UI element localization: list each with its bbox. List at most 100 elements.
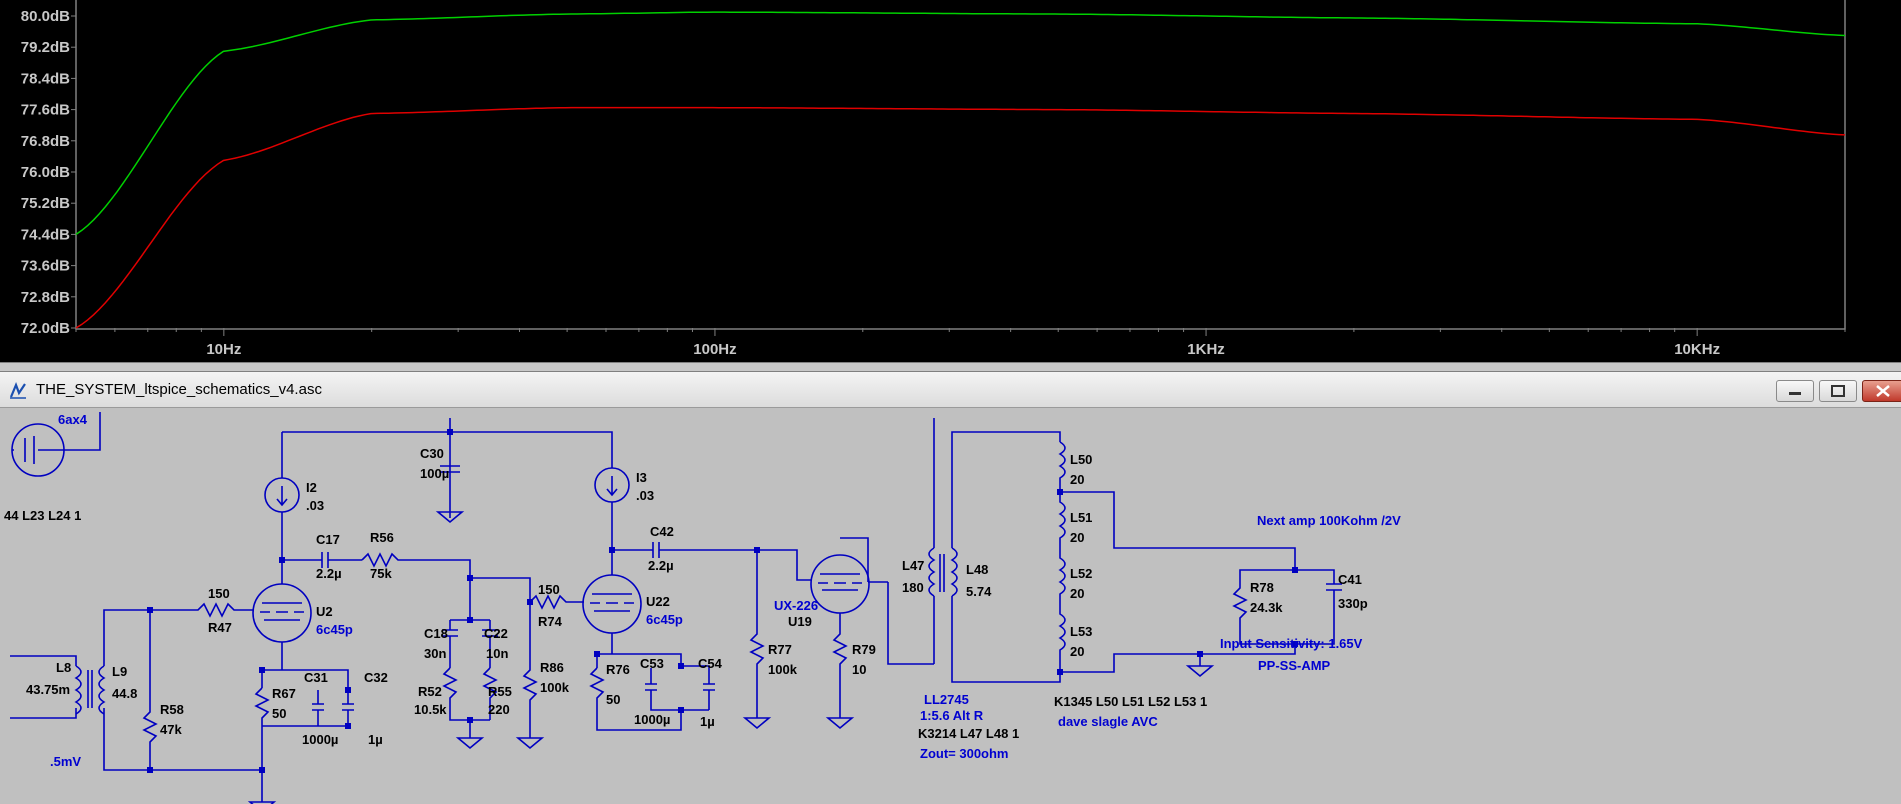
label-k1345: K1345 L50 L51 L52 L53 1: [1054, 694, 1207, 709]
label-l47: L47: [902, 558, 924, 573]
label-r56: R56: [370, 530, 394, 545]
minimize-icon: [1789, 392, 1801, 395]
label-l53-value: 20: [1070, 644, 1084, 659]
y-tick-label: 79.2dB: [21, 39, 70, 56]
close-icon: [1876, 385, 1890, 397]
label-l50-value: 20: [1070, 472, 1084, 487]
triode-u19-symbol: [810, 554, 870, 614]
label-r77-value: 100k: [768, 662, 798, 677]
x-tick-label: 1KHz: [1187, 341, 1225, 358]
label-r47-value: 150: [208, 586, 230, 601]
label-r79: R79: [852, 642, 876, 657]
label-l53: L53: [1070, 624, 1092, 639]
label-input-mv: .5mV: [50, 754, 81, 769]
schematic-window-titlebar[interactable]: THE_SYSTEM_ltspice_schematics_v4.asc: [0, 372, 1901, 408]
triode-u22-symbol: [582, 574, 642, 634]
y-tick-label: 72.8dB: [21, 289, 70, 306]
ltspice-icon: [9, 382, 26, 399]
label-c54-value: 1µ: [700, 714, 715, 729]
label-r58: R58: [160, 702, 184, 717]
y-tick-label: 80.0dB: [21, 8, 70, 25]
label-u19: U19: [788, 614, 812, 629]
close-button[interactable]: [1862, 380, 1901, 402]
y-tick-label: 77.6dB: [21, 102, 70, 119]
label-i2: I2: [306, 480, 317, 495]
label-r56-value: 75k: [370, 566, 392, 581]
label-u2: U2: [316, 604, 333, 619]
y-tick-label: 75.2dB: [21, 195, 70, 212]
schematic-wires: [10, 412, 1342, 804]
label-l8-value: 43.75m: [26, 682, 70, 697]
label-r76-value: 50: [606, 692, 620, 707]
label-r74: R74: [538, 614, 563, 629]
y-tick-label: 76.0dB: [21, 164, 70, 181]
label-r86-value: 100k: [540, 680, 570, 695]
x-tick-label: 100Hz: [693, 341, 736, 358]
label-u22: U22: [646, 594, 670, 609]
window-title: THE_SYSTEM_ltspice_schematics_v4.asc: [36, 381, 322, 398]
label-l52-value: 20: [1070, 586, 1084, 601]
label-c54: C54: [698, 656, 723, 671]
label-l48: L48: [966, 562, 988, 577]
label-l50: L50: [1070, 452, 1092, 467]
label-r52: R52: [418, 684, 442, 699]
label-r77: R77: [768, 642, 792, 657]
plot-traces: [75, 11, 1846, 329]
label-input-sensitivity: Input Sensitivity: 1.65V: [1220, 636, 1363, 651]
label-r55-value: 220: [488, 702, 510, 717]
label-c17-value: 2.2µ: [316, 566, 342, 581]
label-c31: C31: [304, 670, 328, 685]
label-r47: R47: [208, 620, 232, 635]
label-c32: C32: [364, 670, 388, 685]
label-r67: R67: [272, 686, 296, 701]
y-tick-label: 76.8dB: [21, 133, 70, 150]
minimize-button[interactable]: [1776, 380, 1814, 402]
label-c42: C42: [650, 524, 674, 539]
label-6ax4: 6ax4: [58, 412, 88, 427]
label-alt-r: 1:5.6 Alt R: [920, 708, 984, 723]
maximize-button[interactable]: [1819, 380, 1857, 402]
trace-red[interactable]: [75, 106, 1846, 329]
label-r76: R76: [606, 662, 630, 677]
x-axis-ticks: [71, 15, 1846, 336]
wire-junctions: [147, 429, 1298, 773]
label-l48-value: 5.74: [966, 584, 992, 599]
y-tick-label: 72.0dB: [21, 320, 70, 337]
label-c22: C22: [484, 626, 508, 641]
pane-divider[interactable]: [0, 362, 1901, 372]
label-ll2745: LL2745: [924, 692, 969, 707]
x-tick-label: 10KHz: [1674, 341, 1720, 358]
label-u2-type: 6c45p: [316, 622, 353, 637]
label-l52: L52: [1070, 566, 1092, 581]
label-k3214: K3214 L47 L48 1: [918, 726, 1019, 741]
label-r52-value: 10.5k: [414, 702, 447, 717]
triode-u2-symbol: [252, 583, 312, 643]
label-r67-value: 50: [272, 706, 286, 721]
label-r55: R55: [488, 684, 512, 699]
label-c30-value: 100µ: [420, 466, 449, 481]
label-r79-value: 10: [852, 662, 866, 677]
label-c42-value: 2.2µ: [648, 558, 674, 573]
label-c41: C41: [1338, 572, 1362, 587]
label-c30: C30: [420, 446, 444, 461]
label-l47-value: 180: [902, 580, 924, 595]
label-i3: I3: [636, 470, 647, 485]
maximize-icon: [1831, 385, 1845, 397]
label-c53: C53: [640, 656, 664, 671]
trace-green[interactable]: [75, 11, 1846, 236]
label-r78: R78: [1250, 580, 1274, 595]
waveform-plot[interactable]: 80.0dB79.2dB78.4dB77.6dB76.8dB76.0dB75.2…: [0, 0, 1901, 362]
label-next-amp: Next amp 100Kohm /2V: [1257, 513, 1401, 528]
label-l8: L8: [56, 660, 71, 675]
label-r74-value: 150: [538, 582, 560, 597]
label-c53-value: 1000µ: [634, 712, 670, 727]
y-axis-labels: 80.0dB79.2dB78.4dB77.6dB76.8dB76.0dB75.2…: [21, 8, 70, 337]
schematic-canvas[interactable]: 6ax4 44 L23 L24 1 C30 100µ I2 .03 I3 .03…: [0, 408, 1901, 804]
label-i2-value: .03: [306, 498, 324, 513]
y-tick-label: 74.4dB: [21, 226, 70, 243]
schematic-drawing[interactable]: 6ax4 44 L23 L24 1 C30 100µ I2 .03 I3 .03…: [0, 408, 1901, 804]
label-r58-value: 47k: [160, 722, 182, 737]
label-c31-value: 1000µ: [302, 732, 338, 747]
label-c22-value: 10n: [486, 646, 508, 661]
